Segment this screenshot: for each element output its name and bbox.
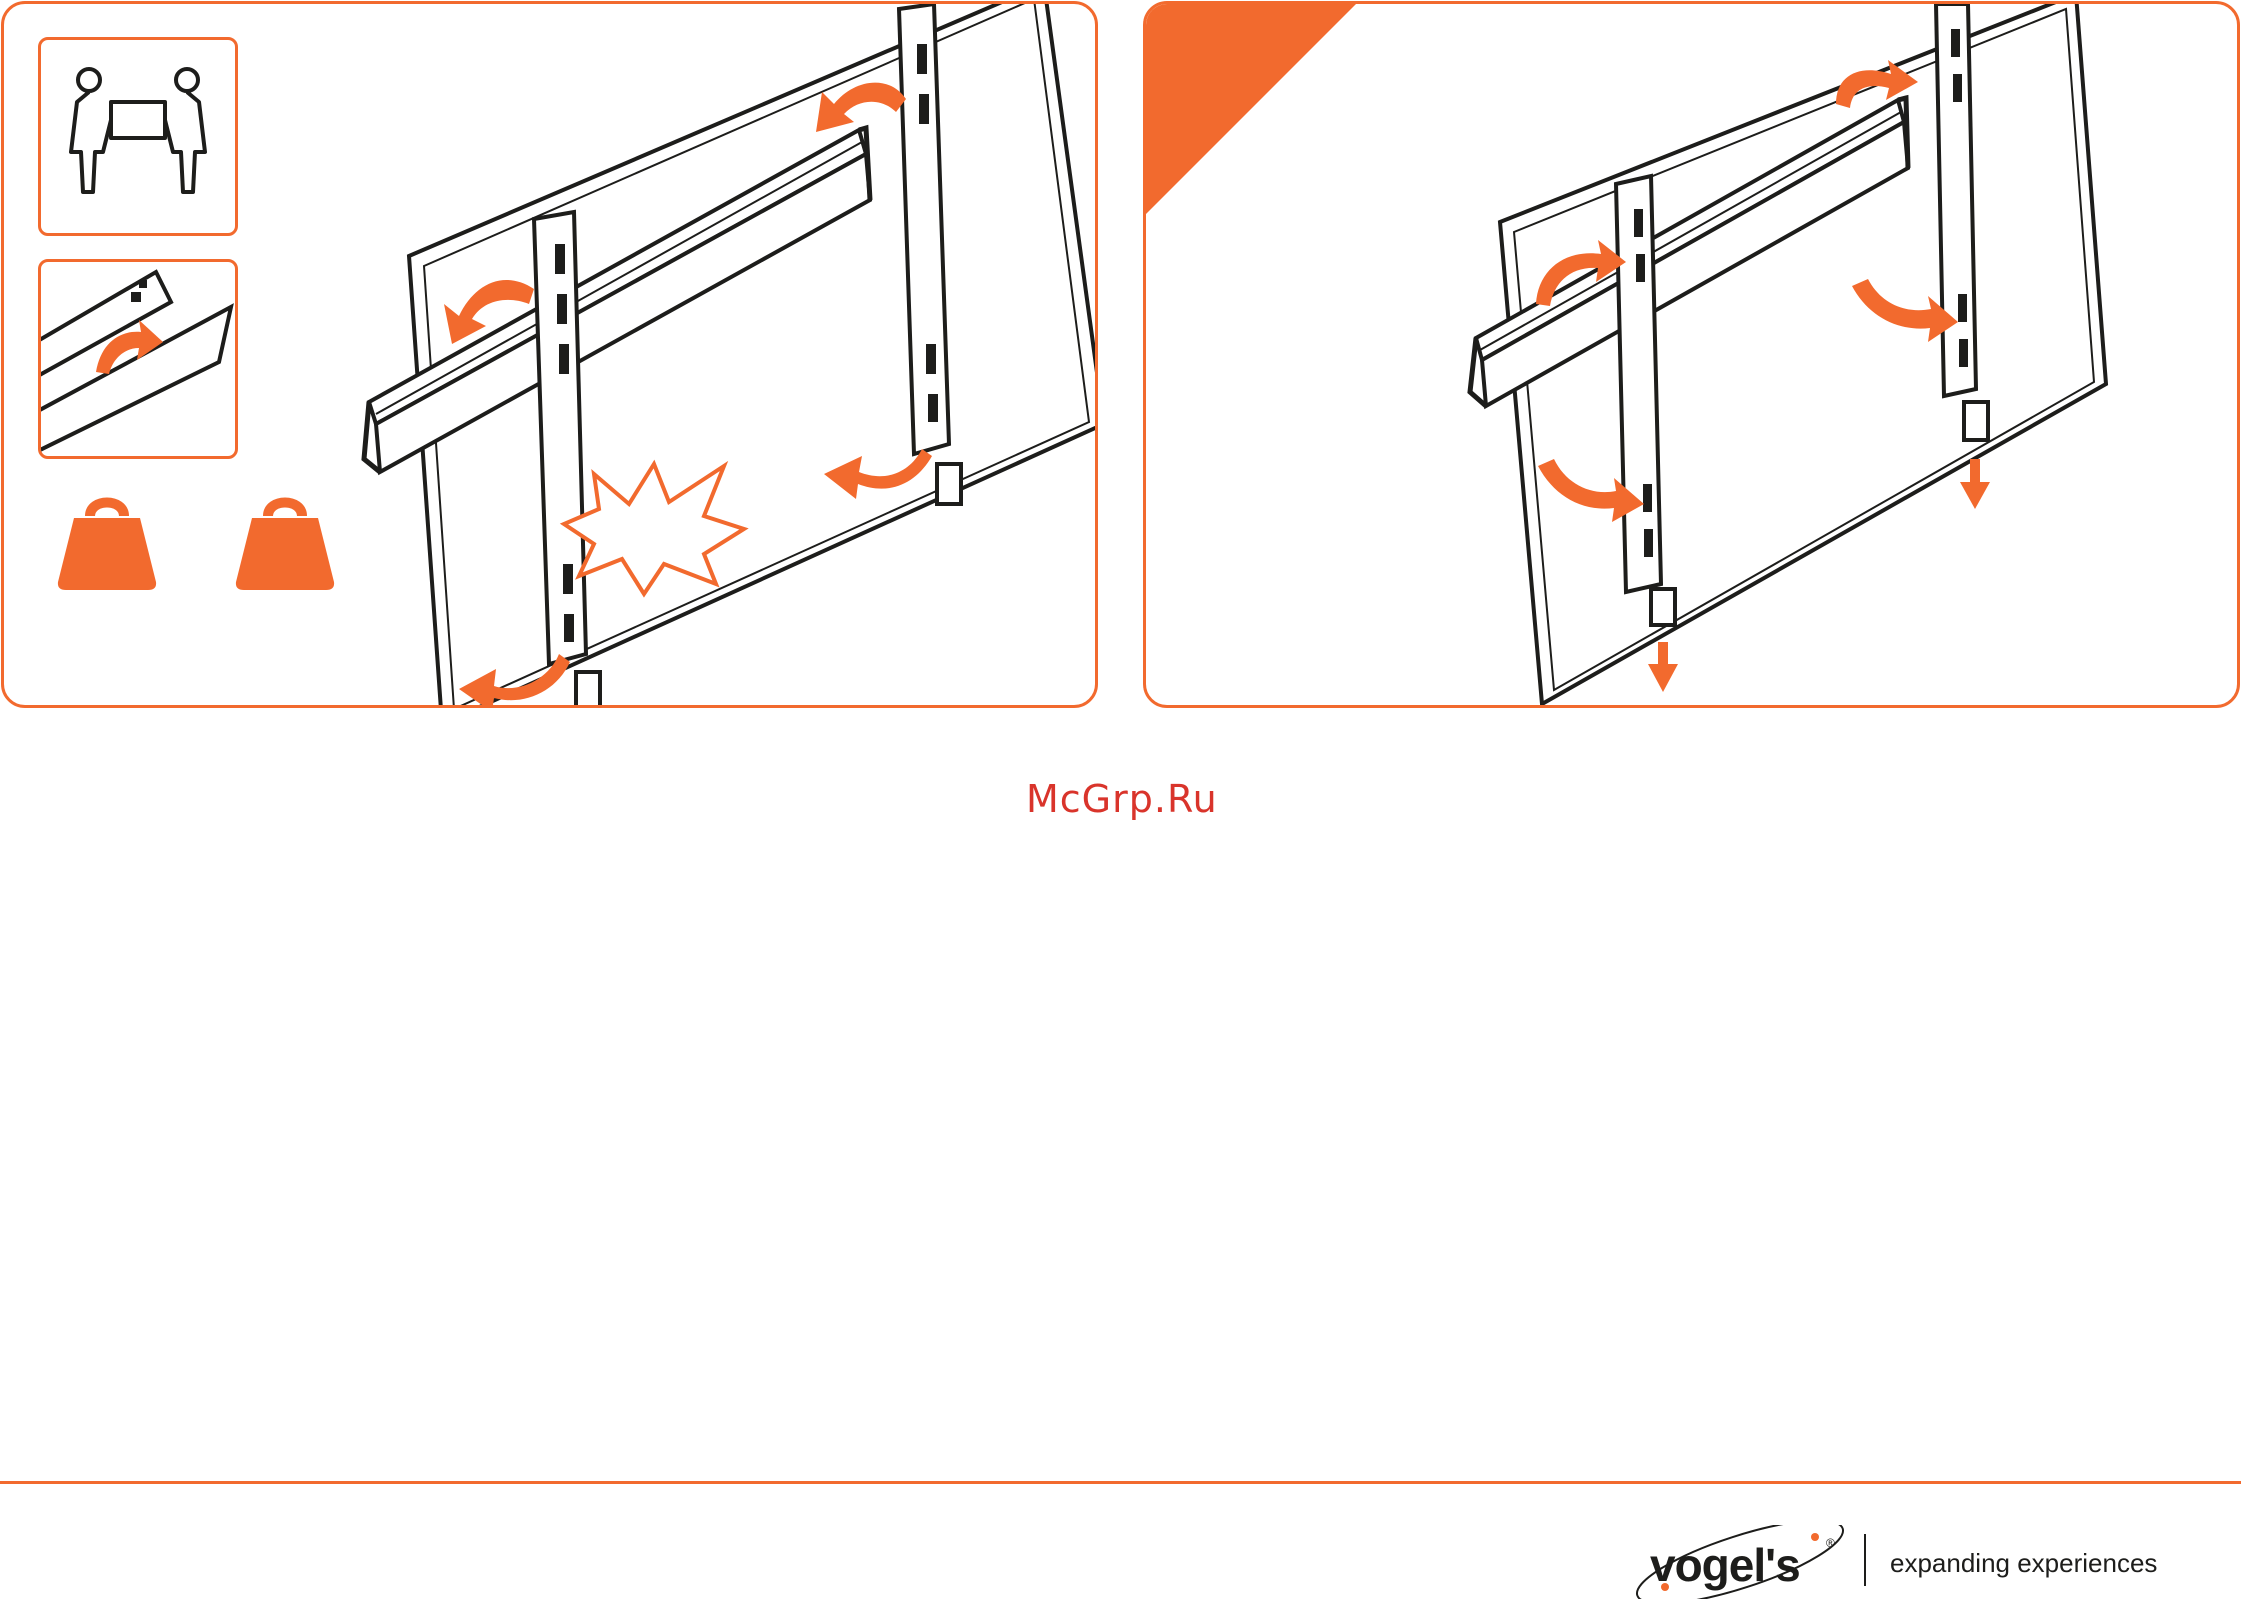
weight-icon bbox=[52, 494, 162, 594]
impact-burst-icon bbox=[564, 464, 744, 594]
weight-icon bbox=[230, 494, 340, 594]
registered-mark: ® bbox=[1826, 1536, 1835, 1550]
tv-strip-right bbox=[1936, 4, 1988, 440]
install-arrows bbox=[1536, 60, 1990, 692]
brand-name: vogel's bbox=[1650, 1538, 1800, 1592]
watermark-text: McGrp.Ru bbox=[1026, 777, 1218, 821]
bracket-detail-icon bbox=[41, 262, 235, 456]
step-panel-right bbox=[1143, 1, 2240, 708]
two-person-lift-icon bbox=[41, 40, 235, 233]
wall-rail bbox=[1470, 98, 1908, 406]
tv-mount-illustration-right bbox=[1146, 4, 2240, 708]
tv-outline bbox=[1500, 4, 2106, 704]
bracket-detail-box bbox=[38, 259, 238, 459]
brand-tagline: expanding experiences bbox=[1890, 1548, 2157, 1579]
step-corner-marker bbox=[1146, 4, 1356, 214]
wall-rail bbox=[364, 128, 870, 472]
two-person-lift-box bbox=[38, 37, 238, 236]
tv-screen-inner bbox=[1514, 9, 2094, 690]
footer-divider bbox=[0, 1481, 2241, 1484]
logo-divider bbox=[1864, 1534, 1866, 1586]
tv-strip-right bbox=[899, 4, 961, 504]
step-panel-left bbox=[1, 1, 1098, 708]
